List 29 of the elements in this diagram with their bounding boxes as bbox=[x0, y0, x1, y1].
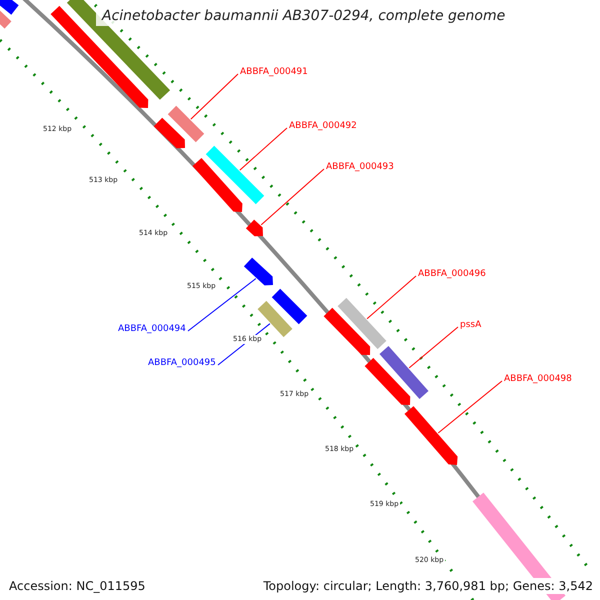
gene-bar bbox=[168, 106, 204, 142]
gene-bar bbox=[206, 146, 264, 204]
leader-line bbox=[239, 128, 288, 171]
leader-line bbox=[190, 74, 238, 120]
leader-line bbox=[366, 276, 416, 320]
gene-label: ABBFA_000495 bbox=[148, 358, 216, 369]
gene-bar bbox=[272, 288, 308, 324]
gene-bar bbox=[244, 258, 273, 286]
gene-bar bbox=[154, 118, 185, 148]
gene-label: ABBFA_000496 bbox=[418, 269, 486, 280]
gene-bar bbox=[404, 406, 458, 465]
gene-bar bbox=[246, 220, 263, 236]
gene-bar bbox=[380, 346, 428, 399]
leader-line bbox=[188, 278, 256, 332]
gene-bar bbox=[338, 298, 386, 350]
gene-bar bbox=[0, 0, 19, 15]
gene-label: ABBFA_000498 bbox=[504, 374, 572, 385]
gene-label: pssA bbox=[460, 320, 482, 331]
gene-label: ABBFA_000492 bbox=[289, 121, 357, 132]
gene-bar bbox=[324, 308, 370, 355]
leader-line bbox=[408, 326, 458, 368]
gene-label: ABBFA_000493 bbox=[326, 162, 394, 173]
gene-bar bbox=[364, 358, 410, 405]
gene-label: ABBFA_000494 bbox=[118, 324, 186, 335]
gene-bar bbox=[192, 158, 242, 212]
leader-line bbox=[260, 168, 324, 226]
leader-line bbox=[438, 380, 502, 434]
gene-bar bbox=[258, 300, 292, 338]
gene-label: ABBFA_000491 bbox=[240, 67, 308, 78]
